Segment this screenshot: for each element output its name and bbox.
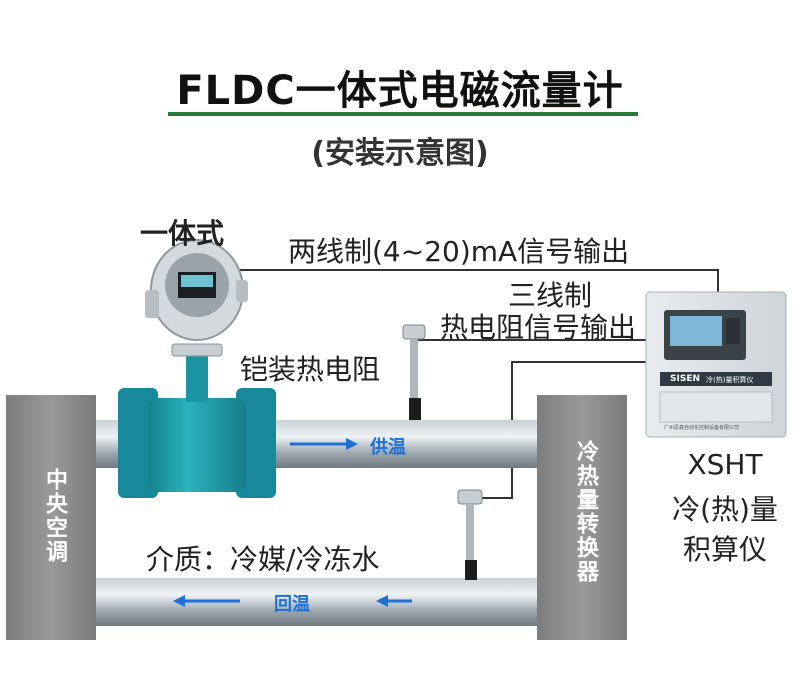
medium-label: 介质：冷媒/冷冻水 — [146, 543, 380, 576]
neck-collar — [171, 343, 223, 357]
transmitter-side-left — [145, 290, 159, 318]
central-ac-box — [6, 395, 96, 640]
return-arrow-head-2 — [376, 595, 388, 607]
supply-temp-label: 供温 — [370, 437, 406, 458]
converter-box — [537, 395, 627, 640]
cabinet-footer: 广州思森自动化控制设备有限公司 — [664, 425, 740, 431]
two-wire-label: 两线制(4~20)mA信号输出 — [288, 235, 630, 268]
transmitter-side-right — [236, 280, 248, 302]
page-title: FLDC一体式电磁流量计 — [176, 68, 624, 114]
title-underline — [168, 112, 638, 116]
supply-arrow-head — [346, 438, 358, 450]
flow-arrows — [173, 438, 412, 607]
calculator-line2: 冷(热)量 — [672, 493, 778, 526]
armored-rtd-upper — [402, 324, 426, 420]
converter-label: 冷热量转换器 — [573, 440, 598, 584]
two-wire-line — [235, 269, 719, 292]
three-wire-label: 三线制 — [508, 279, 593, 312]
armored-rtd-lower — [457, 489, 483, 580]
armored-rtd-label: 铠装热电阻 — [240, 353, 381, 386]
cabinet-brand: SISEN — [670, 374, 700, 384]
cabinet-display — [670, 316, 722, 346]
return-pipe — [96, 578, 537, 626]
meter-neck — [186, 350, 208, 402]
page-subtitle: (安装示意图) — [311, 136, 489, 171]
cabinet-panel-text: 冷(热)量积算仪 — [706, 376, 754, 384]
return-arrow-head-1 — [173, 595, 185, 607]
return-temp-label: 回温 — [274, 594, 310, 615]
calculator-cabinet — [645, 291, 787, 438]
meter-display-screen — [181, 275, 213, 287]
integrated-label: 一体式 — [140, 217, 225, 250]
calculator-model: XSHT — [687, 448, 763, 481]
flowmeter — [118, 239, 276, 498]
rtd-signal-label: 热电阻信号输出 — [440, 311, 637, 344]
central-ac-label: 中央空调 — [42, 468, 67, 564]
meter-body — [148, 398, 246, 492]
calculator-line3: 积算仪 — [682, 533, 767, 566]
